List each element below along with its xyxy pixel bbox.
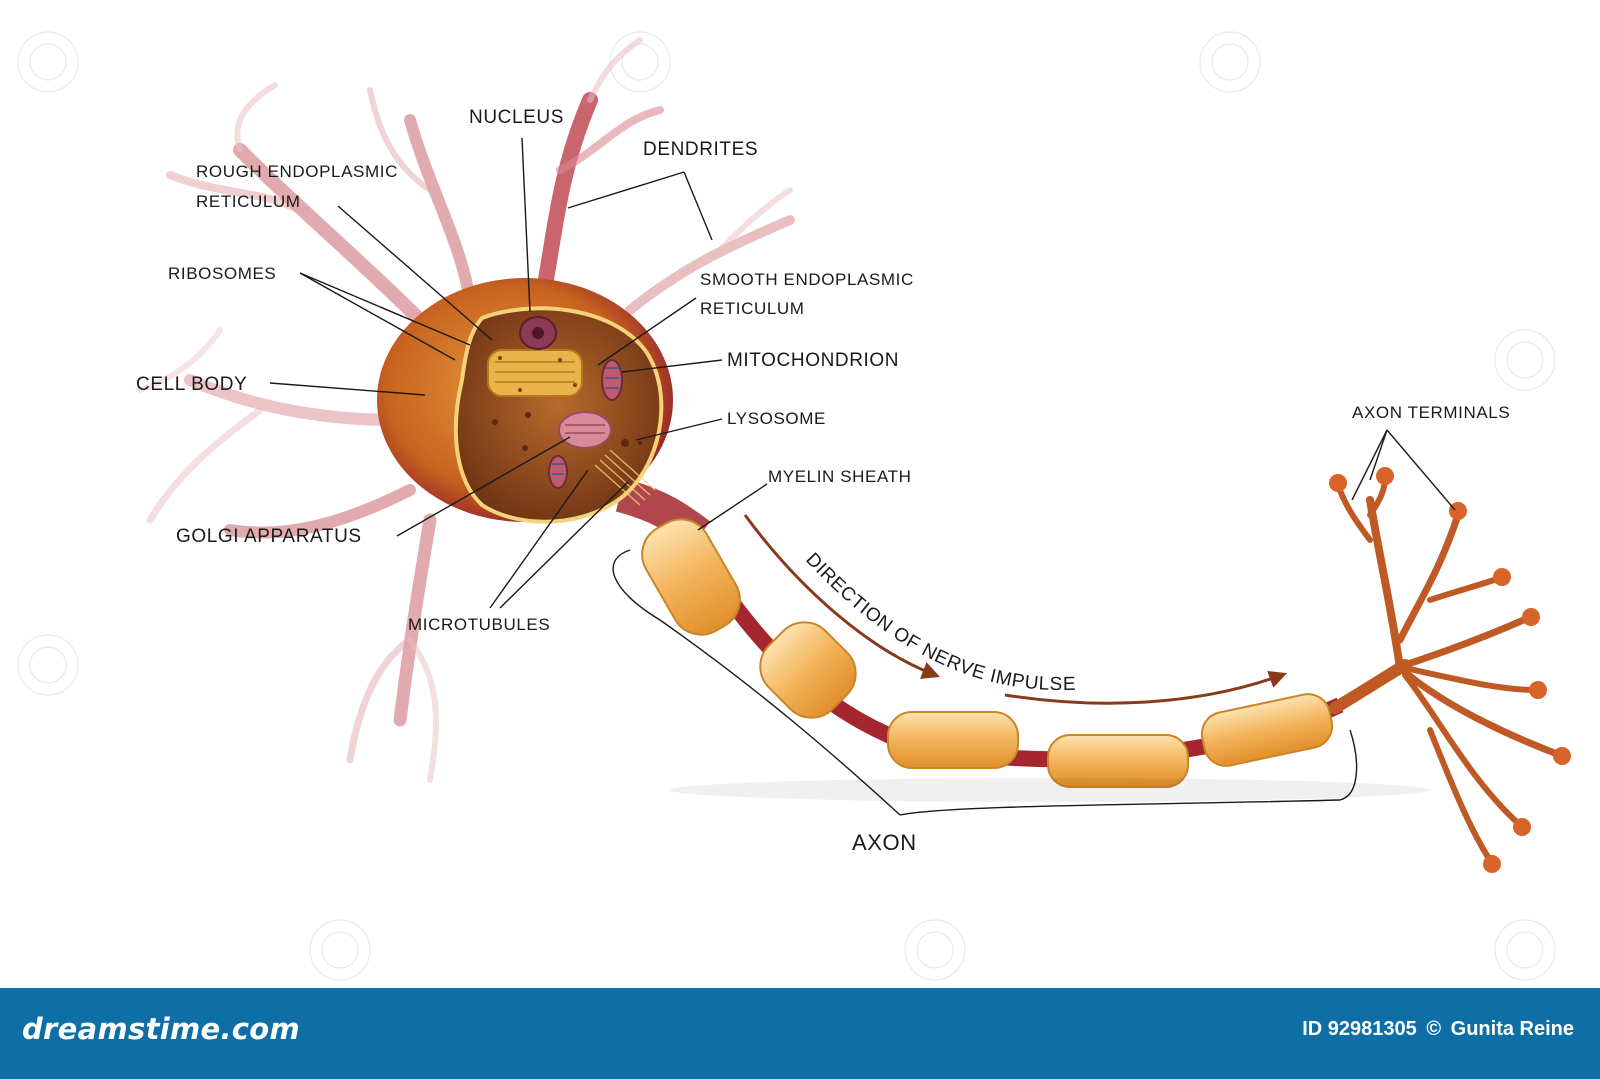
footer-credit: ID 92981305 © Gunita Reine xyxy=(1302,1018,1578,1041)
label-mitochondrion: MITOCHONDRION xyxy=(727,350,899,371)
nucleus xyxy=(519,316,557,350)
label-smooth-er-line2: RETICULUM xyxy=(700,299,805,318)
organelles xyxy=(487,316,656,506)
dendrites xyxy=(137,37,795,783)
label-axon-terminals: AXON TERMINALS xyxy=(1352,403,1510,422)
myelin-sheath xyxy=(641,518,1334,788)
copyright-icon: © xyxy=(1426,1018,1442,1040)
label-axon: AXON xyxy=(852,830,917,855)
label-myelin-sheath: MYELIN SHEATH xyxy=(768,467,912,486)
label-smooth-er-line1: SMOOTH ENDOPLASMIC xyxy=(700,270,914,289)
footer-brand[interactable]: dreamstime.com xyxy=(22,1012,301,1046)
label-golgi-apparatus: GOLGI APPARATUS xyxy=(176,526,362,547)
axon xyxy=(641,518,1430,802)
labels: NUCLEUS DENDRITES ROUGH ENDOPLASMIC RETI… xyxy=(136,107,1510,855)
label-cell-body: CELL BODY xyxy=(136,374,247,395)
lysosome xyxy=(492,412,642,451)
leader-lines xyxy=(269,137,1456,816)
label-rough-er-line1: ROUGH ENDOPLASMIC xyxy=(196,162,398,181)
label-nucleus: NUCLEUS xyxy=(469,107,564,128)
label-rough-er-line2: RETICULUM xyxy=(196,192,301,211)
watermark xyxy=(17,31,1556,981)
rough-er xyxy=(487,349,583,397)
label-microtubules: MICROTUBULES xyxy=(408,615,550,634)
label-lysosome: LYSOSOME xyxy=(727,409,826,428)
label-dendrites: DENDRITES xyxy=(643,139,758,160)
axon-terminals xyxy=(1329,467,1571,873)
golgi-apparatus xyxy=(558,411,612,449)
footer-id: ID 92981305 xyxy=(1302,1018,1417,1040)
footer-author[interactable]: Gunita Reine xyxy=(1450,1018,1574,1040)
mitochondrion xyxy=(548,359,623,489)
microtubules xyxy=(594,449,656,506)
footer-bar: dreamstime.com ID 92981305 © Gunita Rein… xyxy=(0,988,1600,1079)
label-ribosomes: RIBOSOMES xyxy=(168,264,276,283)
